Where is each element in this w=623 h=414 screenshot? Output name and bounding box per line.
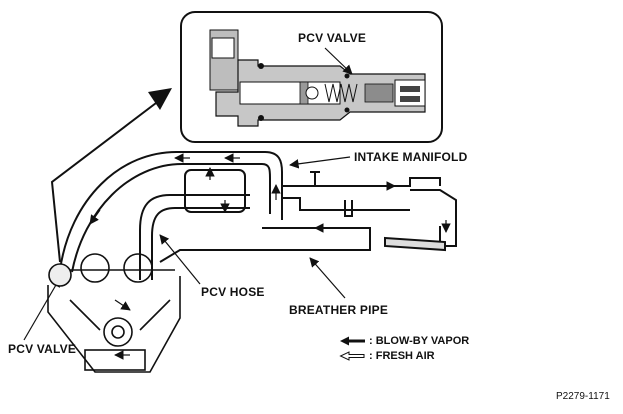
label-leaders: [23, 156, 351, 341]
label-pcv-valve-detail: PCV VALVE: [298, 31, 367, 45]
pcv-valve-detail-inset: [180, 11, 443, 143]
intake-manifold-plumbing: [59, 150, 457, 280]
label-pcv-valve-engine: PCV VALVE: [8, 342, 77, 356]
flow-arrows: [89, 153, 451, 360]
detail-callout-arrow: [50, 88, 172, 263]
figure-code: P2279-1171: [556, 391, 610, 402]
legend-fresh-air-text: : FRESH AIR: [369, 350, 435, 362]
engine-block: [47, 253, 181, 373]
solid-arrow-icon: [340, 336, 365, 346]
label-pcv-hose: PCV HOSE: [201, 285, 265, 299]
legend-blow-by-vapor-text: : BLOW-BY VAPOR: [369, 335, 470, 347]
pcv-valve-cross-section: [209, 29, 426, 127]
label-breather-pipe: BREATHER PIPE: [289, 303, 389, 317]
hollow-arrow-icon: [339, 351, 365, 361]
legend-fresh-air: : FRESH AIR: [339, 350, 435, 362]
legend-blow-by-vapor: : BLOW-BY VAPOR: [339, 335, 469, 347]
label-intake-manifold: INTAKE MANIFOLD: [354, 150, 468, 164]
pcv-valve-detail-leader: [324, 47, 353, 75]
